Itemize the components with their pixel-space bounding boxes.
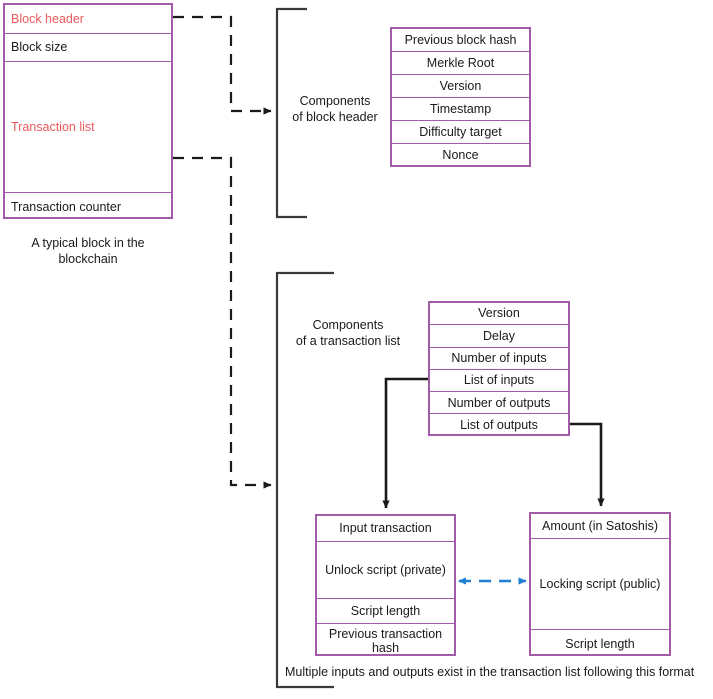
block-row-transaction-list: Transaction list <box>5 62 171 193</box>
transaction-list-components-label-line2: of a transaction list <box>295 334 401 349</box>
arrow-list-of-outputs <box>570 422 605 507</box>
block-row-block-size: Block size <box>5 34 171 62</box>
block-structure-box: Block header Block size Transaction list… <box>3 3 173 219</box>
header-row-merkle-root: Merkle Root <box>392 52 529 75</box>
dashed-connector-transaction-list <box>173 156 272 489</box>
output-row-amount: Amount (in Satoshis) <box>531 514 669 539</box>
header-row-timestamp: Timestamp <box>392 98 529 121</box>
input-transaction-box: Input transaction Unlock script (private… <box>315 514 456 656</box>
block-header-components-label-line2: of block header <box>292 110 378 125</box>
block-header-components-label: Components of block header <box>285 93 385 126</box>
transaction-list-components-label: Components of a transaction list <box>292 317 404 350</box>
block-row-transaction-counter: Transaction counter <box>11 199 122 214</box>
transaction-list-components-label-line1: Components <box>312 318 384 332</box>
header-row-nonce: Nonce <box>442 148 479 163</box>
txlist-row-version: Version <box>430 303 568 326</box>
block-row-block-header: Block header <box>5 5 171 34</box>
block-caption: A typical block in the blockchain <box>31 236 145 266</box>
dashed-connector-block-header <box>173 15 272 115</box>
header-row-previous-block-hash: Previous block hash <box>392 29 529 52</box>
input-row-unlock-script: Unlock script (private) <box>317 542 454 599</box>
output-transaction-box: Amount (in Satoshis) Locking script (pub… <box>529 512 671 656</box>
header-row-difficulty-target: Difficulty target <box>392 121 529 144</box>
txlist-row-list-of-outputs: List of outputs <box>460 418 538 433</box>
transaction-list-components-box: Version Delay Number of inputs List of i… <box>428 301 570 436</box>
block-header-components-label-line1: Components <box>299 94 371 108</box>
txlist-row-number-of-outputs: Number of outputs <box>430 392 568 415</box>
output-row-script-length: Script length <box>565 636 635 651</box>
block-header-components-box: Previous block hash Merkle Root Version … <box>390 27 531 167</box>
txlist-row-list-of-inputs: List of inputs <box>430 370 568 393</box>
input-row-previous-transaction-hash: Previous transaction hash <box>328 626 443 655</box>
header-row-version: Version <box>392 75 529 98</box>
txlist-row-number-of-inputs: Number of inputs <box>430 348 568 370</box>
txlist-row-delay: Delay <box>430 325 568 348</box>
input-row-script-length: Script length <box>317 599 454 624</box>
output-row-locking-script: Locking script (public) <box>531 539 669 630</box>
arrow-list-of-inputs <box>382 377 428 509</box>
input-row-input-transaction: Input transaction <box>317 516 454 542</box>
bottom-note: Multiple inputs and outputs exist in the… <box>285 665 695 679</box>
